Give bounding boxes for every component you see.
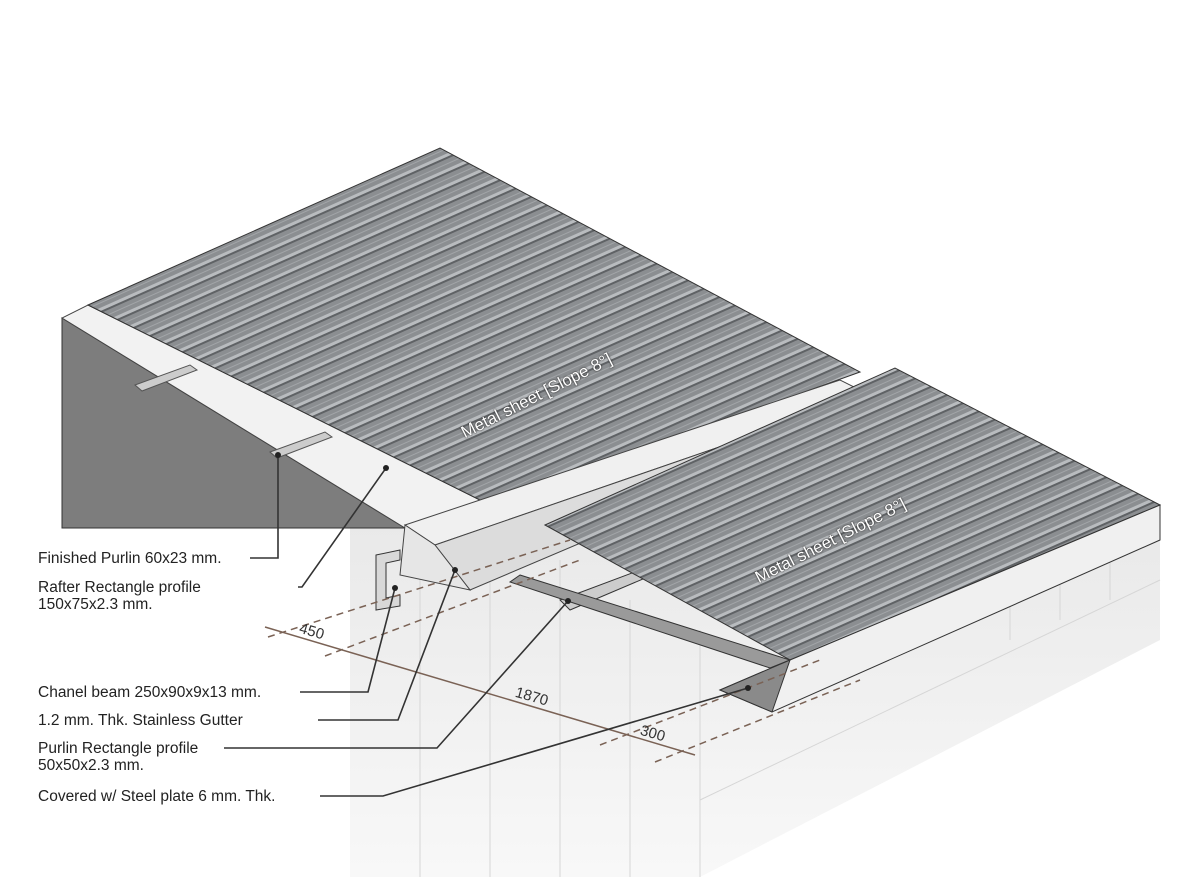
callout-text: Purlin Rectangle profile	[38, 740, 199, 757]
leader-dots	[275, 452, 751, 691]
finished-purlin	[269, 431, 334, 459]
callout-text: Rafter Rectangle profile	[38, 579, 201, 596]
callout-text: Chanel beam 250x90x9x13 mm.	[38, 684, 262, 701]
leader-lines	[224, 455, 749, 797]
rafter	[508, 574, 792, 669]
finished-purlin	[134, 364, 199, 392]
steel-plate	[718, 659, 791, 713]
callout-text: Covered w/ Steel plate 6 mm. Thk.	[38, 788, 276, 805]
callout-finished-purlin: Finished Purlin 60x23 mm.	[38, 550, 222, 567]
metal-sheet-left	[86, 147, 862, 506]
callout-steel-plate: Covered w/ Steel plate 6 mm. Thk.	[38, 788, 275, 805]
callout-gutter: 1.2 mm. Thk. Stainless Gutter	[38, 712, 243, 729]
callout-text: Finished Purlin 60x23 mm.	[38, 550, 222, 567]
callout-text-2: 150x75x2.3 mm.	[38, 596, 153, 613]
callout-text-2: 50x50x2.3 mm.	[38, 757, 144, 774]
dimension-lines	[264, 539, 861, 763]
callout-text: 1.2 mm. Thk. Stainless Gutter	[38, 712, 243, 729]
callout-channel-beam: Chanel beam 250x90x9x13 mm.	[38, 684, 261, 701]
